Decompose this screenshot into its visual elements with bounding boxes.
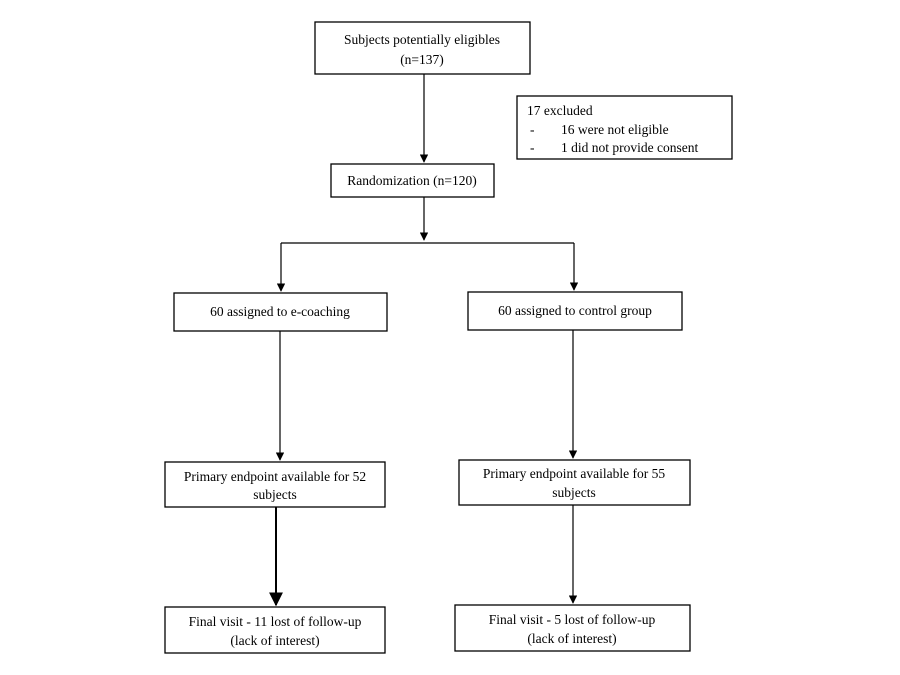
excluded-title: 17 excluded [527, 103, 593, 118]
excluded-bullet-2: - [530, 140, 535, 155]
primary-endpoint-right-line1: Primary endpoint available for 55 [483, 466, 665, 481]
primary-endpoint-right-line2: subjects [552, 485, 596, 500]
primary-endpoint-left-line1: Primary endpoint available for 52 [184, 469, 366, 484]
final-visit-left-box: Final visit - 11 lost of follow-up (lack… [164, 606, 386, 654]
final-visit-left-line1: Final visit - 11 lost of follow-up [189, 614, 362, 629]
connectors [269, 74, 579, 607]
ecoaching-label: 60 assigned to e-coaching [210, 304, 350, 319]
ecoaching-box: 60 assigned to e-coaching [173, 292, 388, 332]
excluded-bullet-1: - [530, 122, 535, 137]
randomization-box: Randomization (n=120) [330, 163, 495, 198]
control-box: 60 assigned to control group [467, 291, 683, 331]
eligible-label: Subjects potentially eligibles [344, 32, 500, 47]
excluded-item-1: 16 were not eligible [561, 122, 669, 137]
primary-endpoint-left-box: Primary endpoint available for 52 subjec… [164, 461, 386, 508]
final-visit-right-line1: Final visit - 5 lost of follow-up [489, 612, 656, 627]
eligible-box: Subjects potentially eligibles (n=137) [314, 21, 531, 75]
control-label: 60 assigned to control group [498, 303, 652, 318]
primary-endpoint-right-box: Primary endpoint available for 55 subjec… [458, 459, 691, 506]
eligible-count: (n=137) [400, 52, 444, 67]
primary-endpoint-left-line2: subjects [253, 487, 297, 502]
final-visit-right-line2: (lack of interest) [527, 631, 616, 646]
randomization-label: Randomization (n=120) [347, 173, 476, 188]
final-visit-left-line2: (lack of interest) [230, 633, 319, 648]
excluded-item-2: 1 did not provide consent [561, 140, 698, 155]
excluded-box: 17 excluded - 16 were not eligible - 1 d… [516, 95, 733, 160]
final-visit-right-box: Final visit - 5 lost of follow-up (lack … [454, 604, 691, 652]
